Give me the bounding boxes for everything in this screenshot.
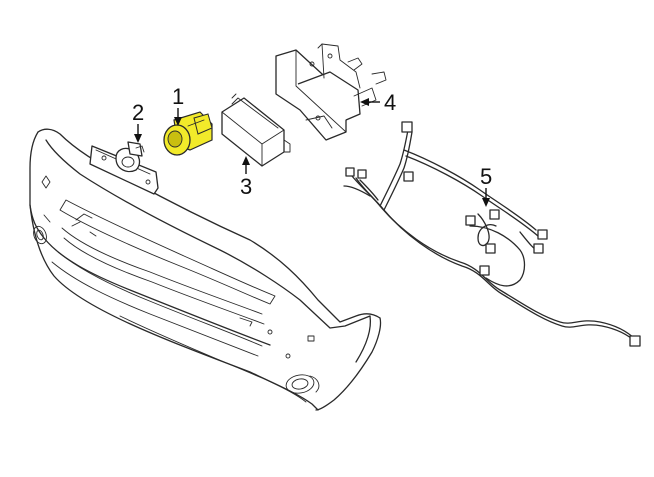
bumper-cover[interactable] (29, 128, 382, 411)
callout-3-label: 3 (240, 174, 252, 199)
callout-2: 2 (132, 100, 144, 143)
control-module[interactable] (221, 93, 291, 167)
sensor-bracket[interactable] (89, 141, 159, 195)
module-bracket[interactable] (275, 43, 387, 141)
callout-1: 1 (172, 84, 184, 126)
wiring-harness[interactable] (343, 121, 641, 347)
callout-5-label: 5 (480, 164, 492, 189)
callout-2-label: 2 (132, 100, 144, 125)
callout-4-label: 4 (384, 90, 396, 115)
callout-3: 3 (240, 156, 252, 199)
callout-1-label: 1 (172, 84, 184, 109)
callout-4: 4 (360, 90, 396, 115)
callout-5: 5 (480, 164, 492, 207)
parking-sensor-highlighted[interactable] (163, 111, 213, 156)
